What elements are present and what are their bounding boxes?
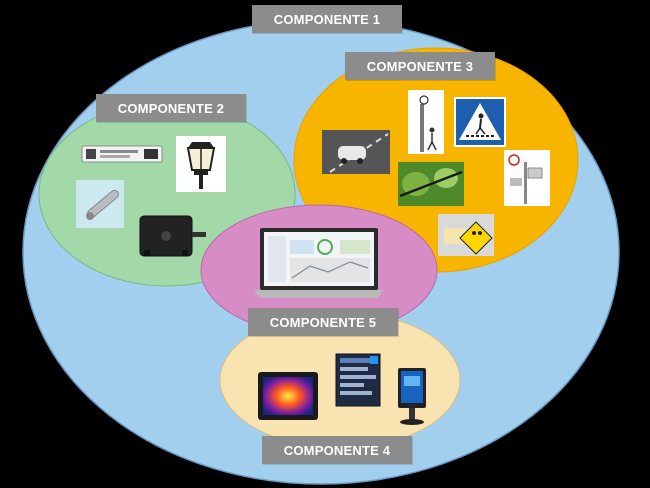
- label-componente-5: COMPONENTE 5: [248, 308, 398, 336]
- irrigation-sensor-icon: [398, 162, 464, 206]
- pedestrian-pole-icon: [408, 90, 444, 154]
- sensor-module-icon: [81, 145, 163, 163]
- kiosk-totem-icon: [398, 368, 426, 425]
- laptop-dashboard-icon: [254, 228, 384, 298]
- label-componente-1: COMPONENTE 1: [252, 5, 402, 33]
- display-screen-icon: [258, 372, 318, 420]
- label-componente-4: COMPONENTE 4: [262, 436, 412, 464]
- crosswalk-sign-icon: [454, 97, 506, 147]
- label-componente-3: COMPONENTE 3: [345, 52, 495, 80]
- traffic-camera-icon: [322, 130, 390, 174]
- label-componente-2: COMPONENTE 2: [96, 94, 246, 122]
- info-panel-icon: [335, 353, 381, 407]
- control-box-icon: [139, 215, 206, 257]
- weather-station-icon: [504, 150, 550, 206]
- cylindrical-sensor-icon: [76, 180, 124, 228]
- street-lamp-icon: [176, 136, 226, 192]
- school-sign-icon: [438, 214, 494, 256]
